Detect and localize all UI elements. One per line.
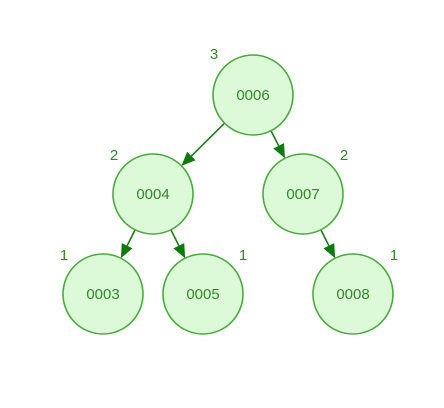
arrowhead-icon [273,143,285,159]
arrowhead-icon [181,151,196,166]
edge-line [170,229,180,247]
node-0008-height: 1 [390,247,398,264]
edge-0006-to-0004 [181,122,226,166]
node-0006-label: 0006 [236,87,269,104]
node-0007-height: 2 [340,147,348,164]
node-0006: 0006 3 [210,46,294,136]
node-0008: 0008 1 [312,247,398,335]
edge-line [320,229,330,247]
arrowhead-icon [120,243,133,259]
node-0008-circle [312,253,394,335]
node-0003-label: 0003 [86,286,119,303]
node-0007-label: 0007 [286,186,319,203]
node-0004-circle [112,153,194,235]
node-0003-circle [62,253,144,335]
node-0005-label: 0005 [186,286,219,303]
edge-0004-to-0005 [170,229,186,259]
arrowhead-icon [173,243,186,259]
node-0004-label: 0004 [136,186,169,203]
edge-0007-to-0008 [320,229,336,259]
node-0004: 0004 2 [110,147,194,235]
node-0003-height: 1 [60,247,68,264]
node-0006-circle [212,54,294,136]
edge-layer [120,122,336,259]
edge-0006-to-0007 [270,130,285,159]
node-0003: 0003 1 [60,247,144,335]
node-0005-circle [162,253,244,335]
edge-line [126,229,136,247]
edge-0004-to-0003 [120,229,136,259]
node-0004-height: 2 [110,147,118,164]
edge-line [270,130,280,147]
node-0007-circle [262,153,344,235]
node-0005: 0005 1 [162,247,247,335]
edge-line [190,122,226,157]
node-0008-label: 0008 [336,286,369,303]
node-0006-height: 3 [210,46,218,63]
arrowhead-icon [323,243,336,259]
node-0007: 0007 2 [262,147,348,235]
node-0005-height: 1 [239,247,247,264]
